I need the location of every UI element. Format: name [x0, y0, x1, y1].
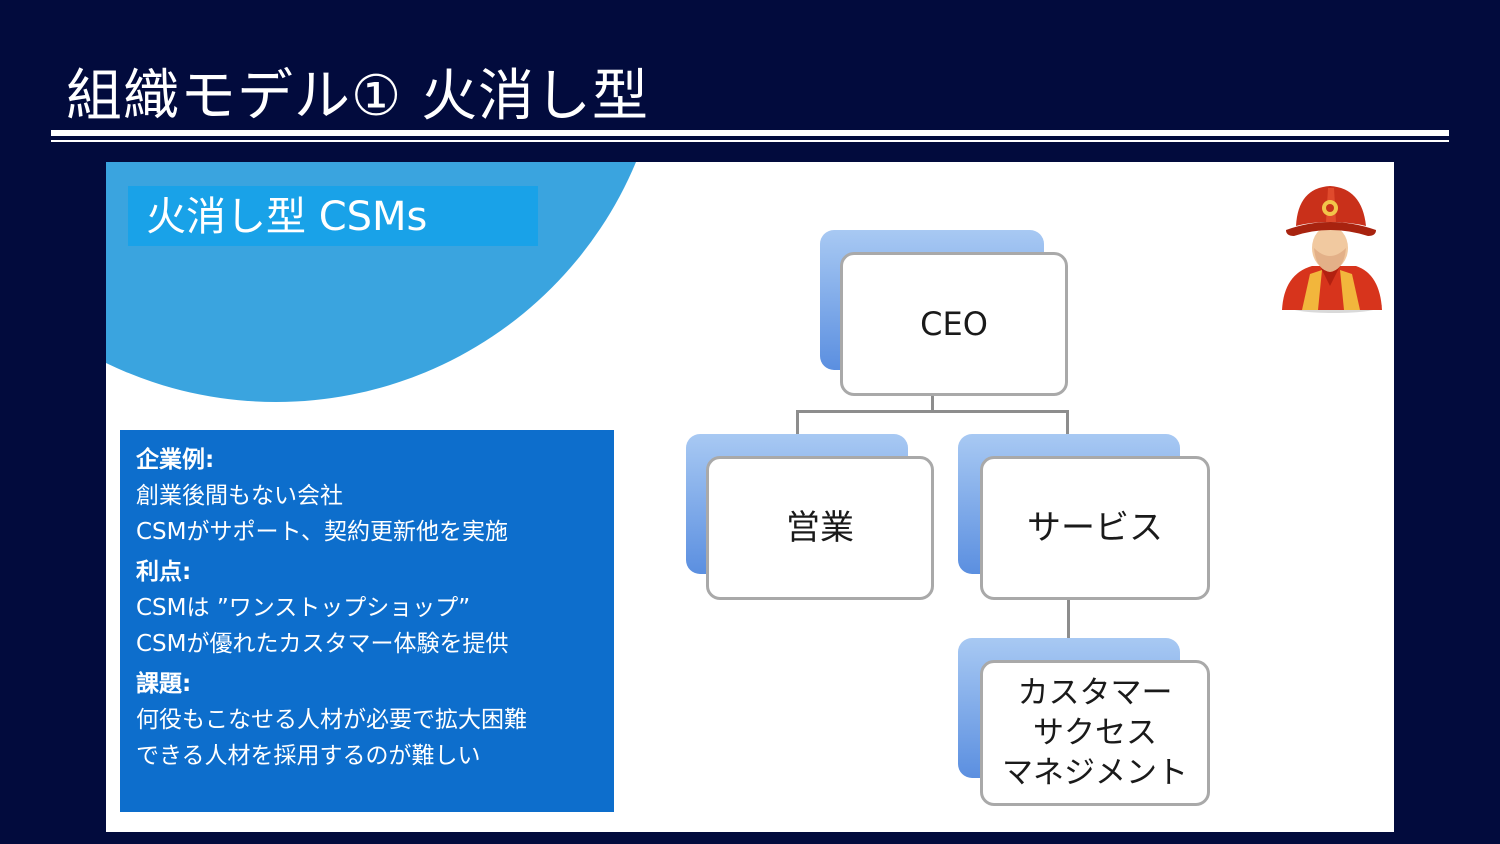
info-box: 企業例: 創業後間もない会社 CSMがサポート、契約更新他を実施 利点: CSM… [120, 430, 614, 812]
info-heading-advantage: 利点: [136, 559, 192, 585]
info-heading-example: 企業例: [136, 447, 215, 473]
sales-node: 営業 [706, 456, 934, 600]
firefighter-icon [1282, 186, 1382, 313]
slide-canvas: 火消し型 CSMs 企業例: 創業後間もない会社 CSMがサポート、契約更新他を… [106, 162, 1394, 832]
info-line: CSMが優れたカスタマー体験を提供 [136, 631, 509, 657]
connector-service-csm [1067, 598, 1070, 662]
info-section-challenge: 課題: 何役もこなせる人材が必要で拡大困難 できる人材を採用するのが難しい [136, 666, 598, 774]
ceo-node: CEO [840, 252, 1068, 396]
panel-title: 火消し型 CSMs [128, 186, 538, 246]
connector-horizontal [796, 410, 1068, 413]
slide-title: 組織モデル① 火消し型 [66, 64, 650, 129]
connector-ceo-down [931, 395, 934, 412]
csm-node: カスタマー サクセス マネジメント [980, 660, 1210, 806]
info-section-advantage: 利点: CSMは ”ワンストップショップ” CSMが優れたカスタマー体験を提供 [136, 554, 598, 662]
connector-sales-down [796, 410, 799, 456]
info-line: CSMがサポート、契約更新他を実施 [136, 519, 509, 545]
title-rule-thick [51, 130, 1449, 136]
title-rule-thin [51, 140, 1449, 142]
info-line: 何役もこなせる人材が必要で拡大困難 [136, 707, 527, 733]
info-heading-challenge: 課題: [136, 671, 192, 697]
info-line: CSMは ”ワンストップショップ” [136, 595, 471, 621]
info-line: できる人材を採用するのが難しい [136, 743, 481, 769]
info-section-example: 企業例: 創業後間もない会社 CSMがサポート、契約更新他を実施 [136, 442, 598, 550]
info-line: 創業後間もない会社 [136, 483, 343, 509]
connector-service-down [1066, 410, 1069, 456]
service-node: サービス [980, 456, 1210, 600]
